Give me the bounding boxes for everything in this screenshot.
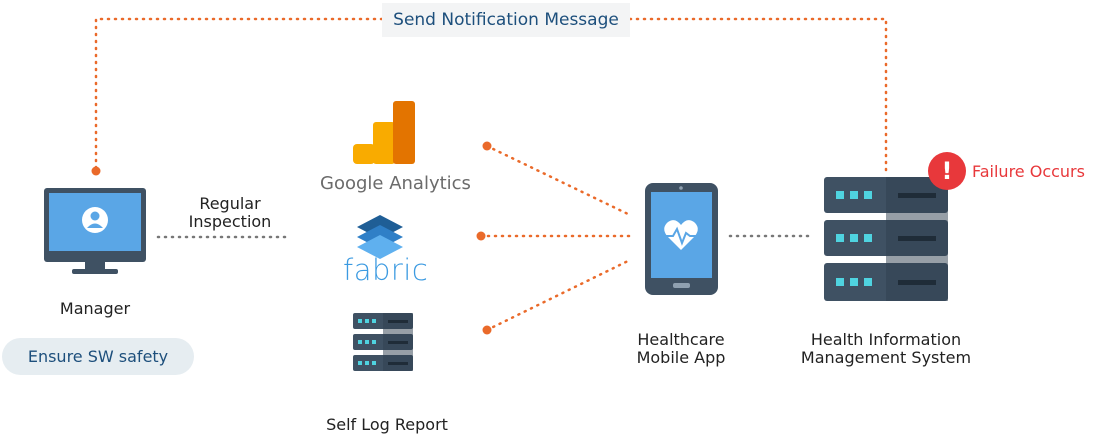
ensure-sw-safety-badge: Ensure SW safety [2, 338, 194, 375]
monitor-icon [44, 188, 146, 274]
healthcare-mobile-app-label: Healthcare Mobile App [610, 331, 752, 367]
connector-dot-selflog [482, 325, 492, 335]
his-server-icon [824, 177, 948, 301]
fabric-icon [357, 215, 403, 259]
his-line2: Management System [800, 348, 972, 367]
connector-dot-fabric [476, 231, 486, 241]
connector-dot-ga [482, 141, 492, 151]
regular-inspection-line1: Regular [199, 194, 261, 213]
tool-app-connectors [479, 144, 632, 332]
regular-inspection-label: Regular Inspection [170, 195, 290, 231]
alert-icon: ! [928, 152, 966, 190]
mobile-app-line1: Healthcare [637, 330, 725, 349]
self-log-report-label: Self Log Report [326, 415, 448, 434]
self-log-server-icon [353, 313, 413, 371]
connector-dot-manager [91, 166, 101, 176]
mobile-app-line2: Mobile App [636, 348, 726, 367]
his-line1: Health Information [810, 330, 962, 349]
regular-inspection-line2: Inspection [188, 212, 272, 231]
his-label: Health Information Management System [780, 331, 992, 367]
fabric-label: fabric [343, 253, 429, 287]
google-analytics-label: Google Analytics [320, 173, 471, 194]
manager-label: Manager [59, 299, 131, 318]
notification-connector [94, 17, 888, 177]
mobile-phone-icon [645, 183, 718, 295]
failure-occurs-label: Failure Occurs [972, 162, 1085, 181]
google-analytics-icon [353, 101, 415, 164]
send-notification-label: Send Notification Message [382, 3, 630, 37]
